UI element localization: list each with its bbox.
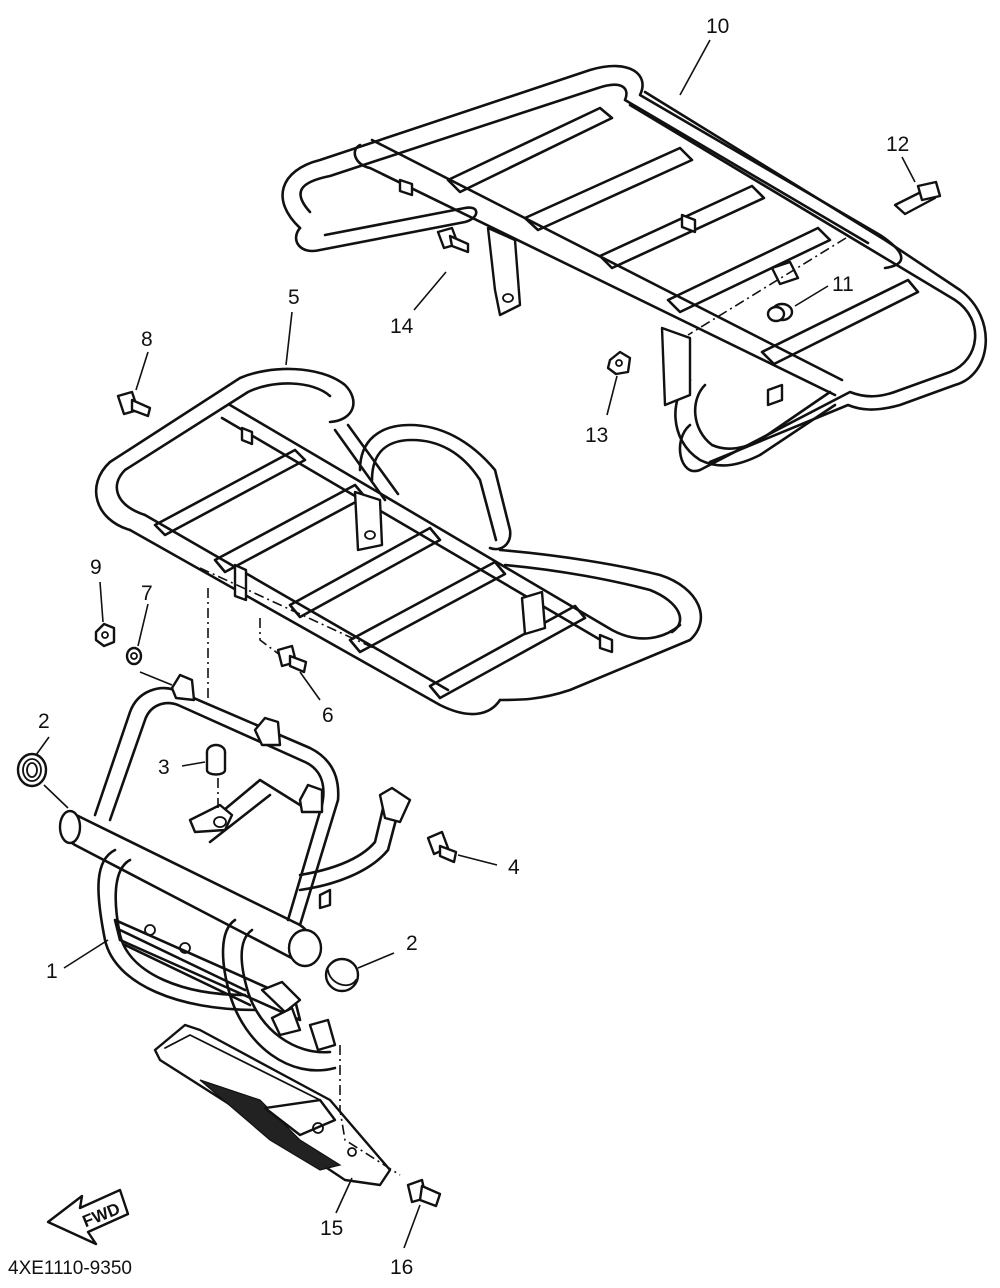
washer-7 (125, 646, 143, 666)
callout-6: 6 (322, 704, 334, 727)
leader-lines (35, 39, 916, 1249)
callout-10: 10 (706, 15, 729, 38)
callout-7: 7 (141, 582, 153, 605)
callout-5: 5 (288, 286, 300, 309)
bolt-4 (426, 830, 458, 864)
nut-13 (606, 350, 632, 376)
callout-labels: 10 12 11 14 13 5 8 9 7 6 3 2 4 2 1 15 16 (38, 15, 909, 1279)
callout-11: 11 (832, 273, 854, 296)
collar-11 (766, 302, 794, 323)
skid-plate (153, 1023, 401, 1187)
bolt-16 (406, 1178, 442, 1208)
callout-3: 3 (158, 756, 170, 779)
drawing-code: 4XE1110-9350 (8, 1258, 132, 1279)
callout-12: 12 (886, 133, 909, 156)
hardware (16, 180, 942, 1208)
callout-15: 15 (320, 1217, 343, 1240)
bolt-8 (116, 390, 152, 418)
callout-13: 13 (585, 424, 608, 447)
callout-4: 4 (508, 856, 520, 879)
callout-1: 1 (46, 960, 58, 983)
cap-2-right (324, 957, 360, 993)
callout-9: 9 (90, 556, 102, 579)
front-carrier (94, 367, 703, 716)
grommet-3 (205, 743, 227, 810)
bolt-14 (436, 226, 470, 254)
callout-14: 14 (390, 315, 414, 338)
bolt-6 (276, 644, 308, 674)
front-bumper (58, 673, 412, 1072)
callout-2-right: 2 (406, 932, 418, 955)
nut-9 (94, 622, 116, 648)
callout-16: 16 (390, 1256, 413, 1279)
cap-2-left (16, 752, 48, 788)
fwd-direction-arrow: FWD (46, 1188, 130, 1246)
callout-8: 8 (141, 328, 153, 351)
callout-2-left: 2 (38, 710, 50, 733)
rear-carrier (281, 64, 987, 473)
bolt-12 (893, 180, 942, 216)
